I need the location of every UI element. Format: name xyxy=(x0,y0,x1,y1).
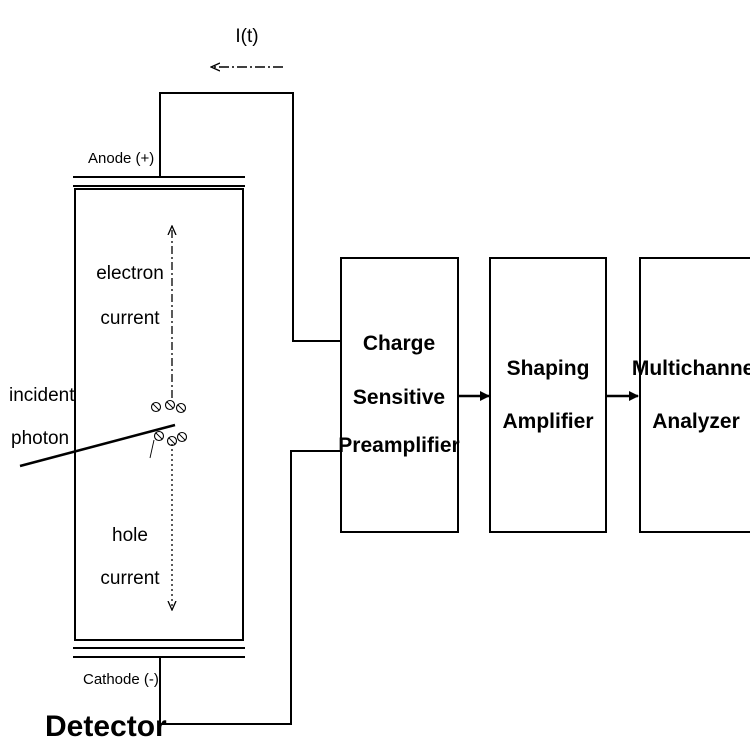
anode-wire xyxy=(159,92,341,342)
cathode-wire xyxy=(159,450,341,725)
hole-carrier xyxy=(166,435,178,447)
shaping-label-line2: Amplifier xyxy=(502,410,593,433)
incident-photon-ray xyxy=(19,423,176,468)
incident-photon-label-line2: photon xyxy=(11,428,69,449)
electron-carrier xyxy=(175,402,187,414)
shaping-label-line1: Shaping xyxy=(507,357,590,380)
electron-current-label-line2: current xyxy=(100,308,160,329)
mca-label-line1: Multichannel xyxy=(632,357,750,380)
anode-label: Anode (+) xyxy=(88,150,154,167)
preamp-label-line1: Charge xyxy=(363,332,435,355)
current-label: I(t) xyxy=(235,26,258,47)
shaping-amplifier-box xyxy=(489,257,607,533)
cathode-label: Cathode (-) xyxy=(83,671,159,688)
detector-label: Detector xyxy=(45,710,167,743)
mca-label-line2: Analyzer xyxy=(652,410,740,433)
hole-carrier xyxy=(153,430,165,442)
hole-current-label-line2: current xyxy=(100,568,160,589)
charge-carriers xyxy=(149,399,188,459)
electron-carrier xyxy=(150,401,162,413)
incident-photon-label-line1: incident xyxy=(9,385,75,406)
detector-body xyxy=(74,188,244,641)
preamp-label-line3: Preamplifier xyxy=(338,434,459,457)
multichannel-analyzer-box xyxy=(639,257,750,533)
preamp-label-line2: Sensitive xyxy=(353,386,445,409)
electron-current-label-line1: electron xyxy=(96,263,164,284)
hole-carrier xyxy=(176,431,188,443)
hole-current-label-line1: hole xyxy=(112,525,148,546)
electron-carrier xyxy=(164,399,176,411)
